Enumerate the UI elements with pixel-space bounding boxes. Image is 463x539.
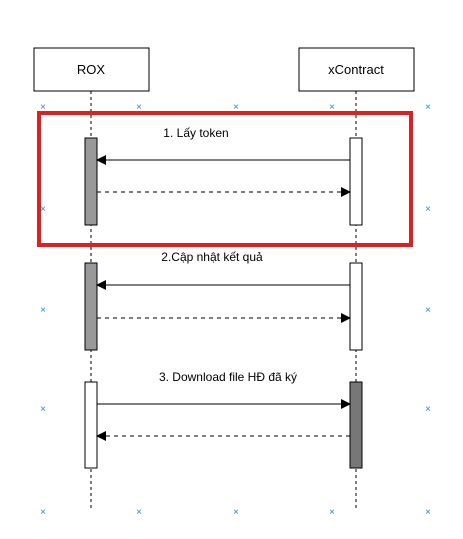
- activation-rox-2: [84, 262, 98, 351]
- participant-xcontract-label: xContract: [328, 62, 384, 77]
- activation-xcontract-3: [349, 381, 363, 469]
- guide-marker: ×: [40, 404, 46, 415]
- guide-marker: ×: [425, 102, 431, 113]
- guide-marker: ×: [136, 507, 142, 518]
- guide-marker: ×: [40, 102, 46, 113]
- guide-marker: ×: [40, 507, 46, 518]
- highlight-frame: [37, 111, 413, 247]
- guide-marker: ×: [425, 404, 431, 415]
- activation-xcontract-2: [349, 262, 363, 351]
- guide-marker: ×: [425, 305, 431, 316]
- participant-rox-label: ROX: [77, 62, 106, 77]
- message-1-label: 1. Lấy token: [163, 126, 228, 140]
- activation-rox-1: [84, 137, 98, 226]
- participant-rox[interactable]: ROX: [33, 47, 150, 92]
- guide-marker: ×: [136, 102, 142, 113]
- message-2-label: 2.Cập nhật kết quả: [161, 250, 263, 264]
- guide-marker: ×: [233, 102, 239, 113]
- activation-rox-3: [84, 381, 98, 469]
- guide-marker: ×: [40, 204, 46, 215]
- guide-markers: × × × × × × × × × × × × × × × ×: [40, 102, 431, 518]
- guide-marker: ×: [233, 507, 239, 518]
- participant-xcontract[interactable]: xContract: [298, 47, 415, 92]
- guide-marker: ×: [425, 507, 431, 518]
- guide-marker: ×: [329, 507, 335, 518]
- guide-marker: ×: [329, 102, 335, 113]
- guide-marker: ×: [425, 204, 431, 215]
- activation-xcontract-1: [349, 137, 363, 226]
- guide-marker: ×: [40, 305, 46, 316]
- message-3-label: 3. Download file HĐ đã ký: [159, 370, 297, 384]
